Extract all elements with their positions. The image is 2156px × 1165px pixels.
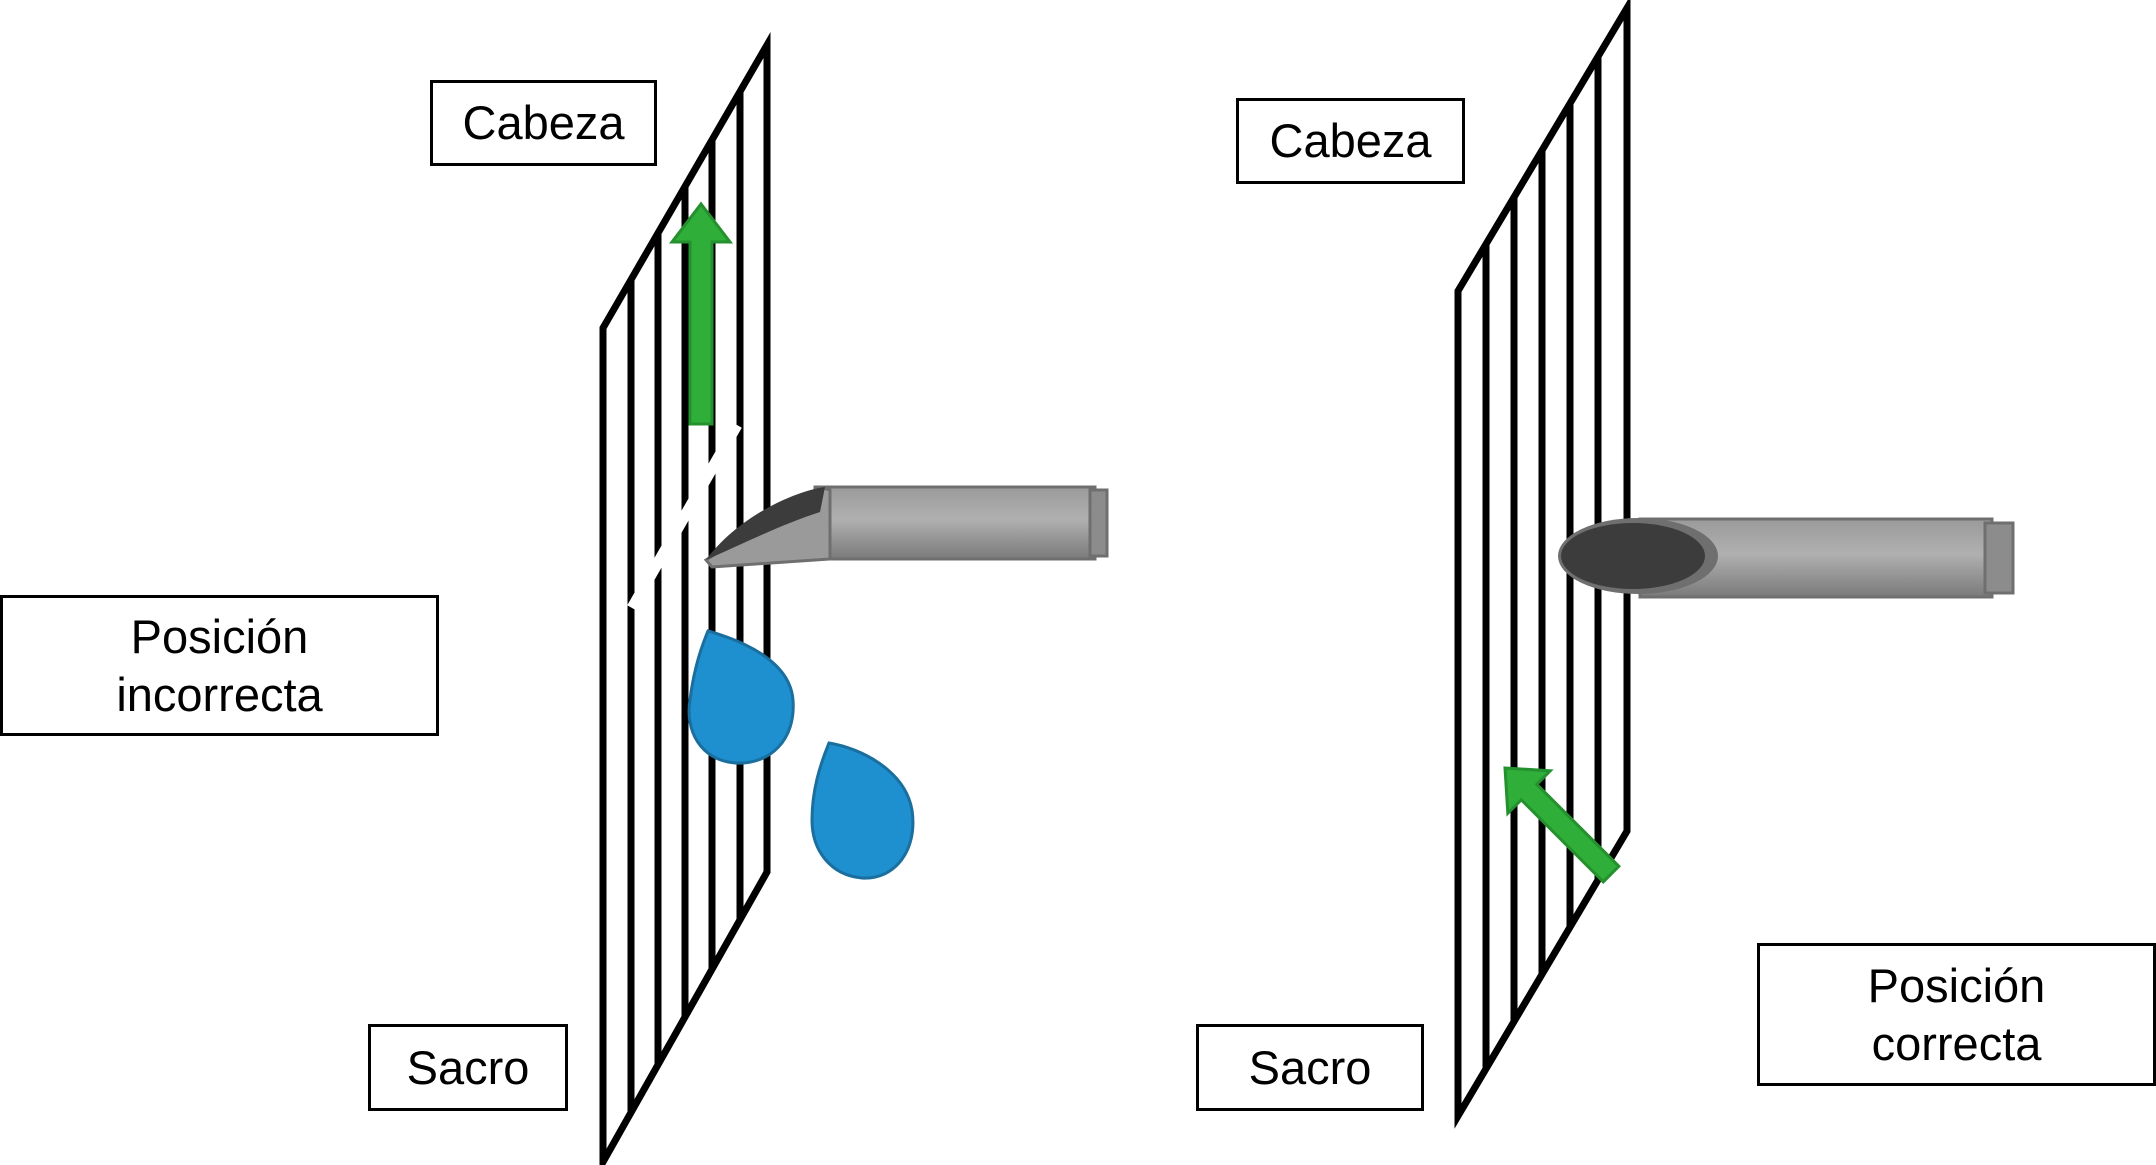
- left-head-label-text: Cabeza: [462, 96, 625, 149]
- right-spine-grid: [1454, 0, 1631, 1129]
- left-position-label: Posición incorrecta: [0, 595, 439, 736]
- right-head-label: Cabeza: [1236, 98, 1465, 184]
- right-sacrum-label-text: Sacro: [1248, 1040, 1372, 1094]
- left-position-line2: incorrecta: [116, 667, 323, 721]
- fluid-drop-icon: [687, 629, 915, 880]
- right-position-line1: Posición: [1867, 958, 2046, 1012]
- green-arrow-down-left-icon: [1503, 766, 1621, 884]
- left-sacrum-label-text: Sacro: [406, 1040, 530, 1094]
- left-head-label: Cabeza: [430, 80, 657, 166]
- left-sacrum-label: Sacro: [368, 1024, 568, 1111]
- right-position-label: Posición correcta: [1757, 943, 2156, 1086]
- right-head-label-text: Cabeza: [1269, 114, 1432, 167]
- green-arrow-up-icon: [668, 201, 734, 426]
- left-position-line1: Posición: [130, 609, 309, 663]
- right-position-line2: correcta: [1871, 1016, 2042, 1070]
- right-needle: [1558, 517, 2015, 599]
- left-needle: [703, 485, 1109, 569]
- left-cut-fibers: [627, 422, 742, 611]
- left-spine-grid: [599, 31, 771, 1165]
- right-sacrum-label: Sacro: [1196, 1024, 1424, 1111]
